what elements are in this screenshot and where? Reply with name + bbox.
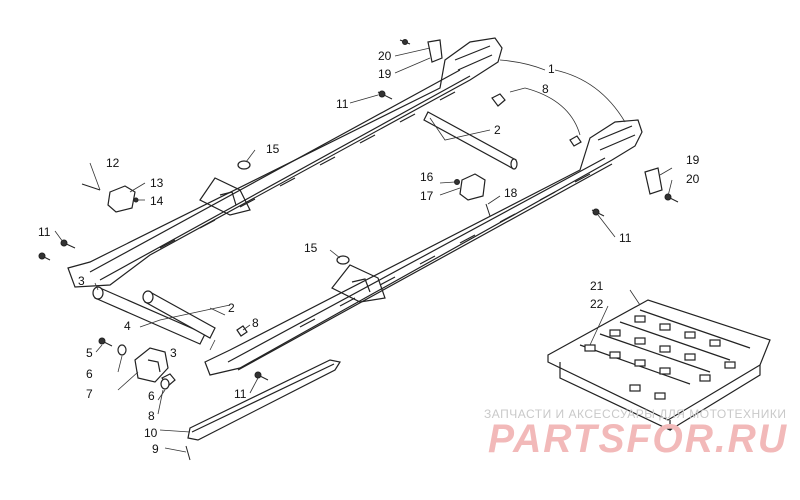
fasteners: [38, 39, 679, 461]
label-19b: 19: [686, 153, 700, 167]
label-7: 7: [86, 387, 93, 401]
label-11d: 11: [234, 387, 247, 401]
label-11a: 11: [336, 97, 349, 111]
label-20b: 20: [686, 172, 700, 186]
label-12: 12: [106, 156, 120, 170]
front-slide-rail: [204, 119, 643, 376]
track: [547, 299, 771, 431]
label-20a: 20: [378, 49, 392, 63]
label-8b: 8: [252, 316, 259, 330]
label-6b: 6: [148, 389, 155, 403]
label-11c: 11: [619, 231, 632, 245]
label-5: 5: [86, 346, 93, 360]
bracket-19a: [427, 39, 443, 63]
label-3b: 3: [170, 346, 177, 360]
label-15b: 15: [304, 241, 318, 255]
wear-strip: [187, 359, 341, 441]
stop-block-13: [107, 185, 136, 213]
label-19a: 19: [378, 67, 392, 81]
label-2a: 2: [494, 123, 501, 137]
label-14: 14: [150, 194, 164, 208]
label-8a: 8: [542, 82, 549, 96]
callout-labels: 1 2 2 3 3 4 5 6 6 7 8 8 8 9 10 11 11 11 …: [38, 49, 700, 456]
label-8c: 8: [148, 409, 155, 423]
label-2b: 2: [228, 301, 235, 315]
label-16: 16: [420, 170, 434, 184]
label-1: 1: [548, 62, 555, 76]
stop-block-17: [459, 173, 486, 201]
watermark: ЗАПЧАСТИ И АКСЕССУАРЫ ДЛЯ МОТОТЕХНИКИ PA…: [484, 407, 788, 461]
label-10: 10: [144, 426, 158, 440]
bumper-block: [134, 347, 169, 383]
label-6a: 6: [86, 367, 93, 381]
watermark-brand: PARTSFOR.RU: [488, 417, 788, 461]
label-22: 22: [590, 297, 604, 311]
label-9: 9: [152, 442, 159, 456]
watermark-tagline: ЗАПЧАСТИ И АКСЕССУАРЫ ДЛЯ МОТОТЕХНИКИ: [484, 407, 786, 421]
rear-slide-rail: [67, 37, 503, 288]
label-11b: 11: [38, 225, 51, 239]
cross-shafts: [92, 111, 518, 345]
label-15a: 15: [266, 142, 280, 156]
label-13: 13: [150, 176, 164, 190]
bracket-19b: [644, 167, 663, 195]
label-4: 4: [124, 319, 131, 333]
leader-lines: [54, 47, 673, 453]
label-17: 17: [420, 189, 434, 203]
label-21: 21: [590, 279, 604, 293]
label-18: 18: [504, 186, 518, 200]
label-3a: 3: [78, 274, 85, 288]
